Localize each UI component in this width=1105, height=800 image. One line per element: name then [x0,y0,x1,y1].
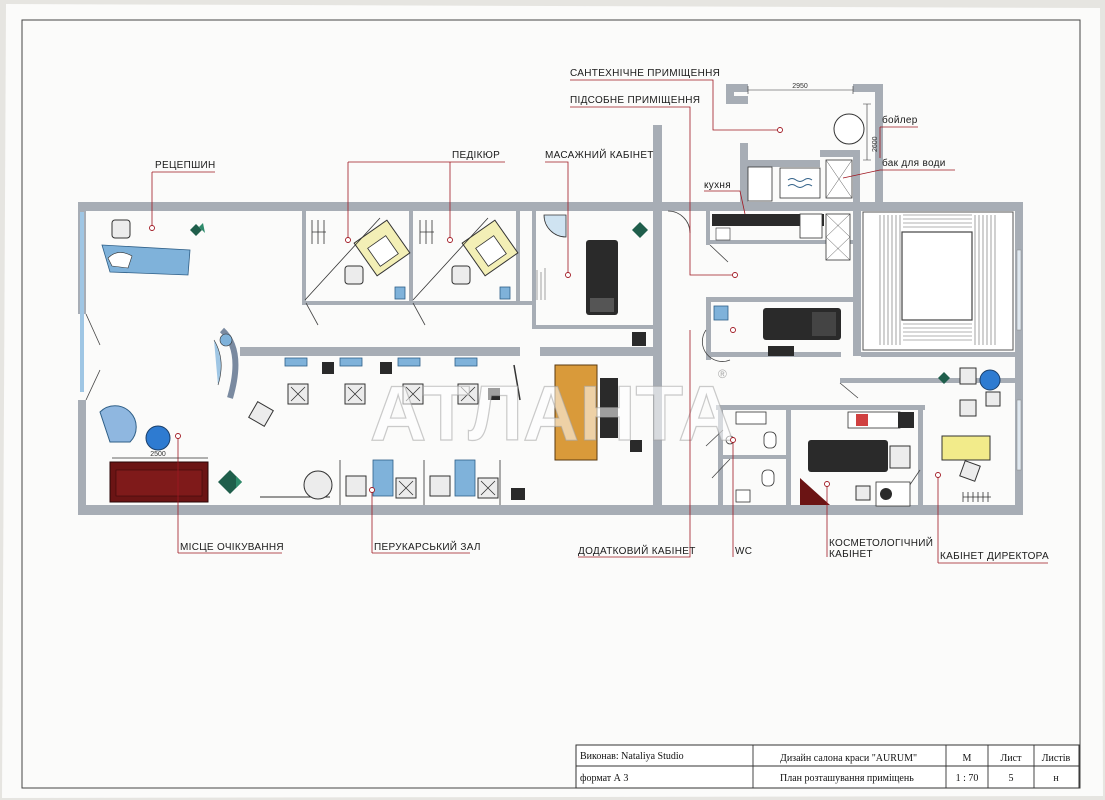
title-block-scale-header: М [963,753,972,764]
director-office-furniture [938,367,1001,502]
watermark-registered-mark: ® [718,367,727,381]
label-pedicure: ПЕДІКЮР [452,150,500,161]
title-block-sheets-value: н [1053,773,1059,784]
label-extra-office: ДОДАТКОВИЙ КАБІНЕТ [578,544,696,557]
staircase [536,211,1014,351]
windows [80,212,1022,471]
label-reception: РЕЦЕПШИН [155,160,216,171]
label-director-office: КАБІНЕТ ДИРЕКТОРА [940,551,1049,562]
pedicure-stations [304,217,519,301]
doors [85,210,921,493]
title-block-sheet-value: 5 [1009,773,1014,784]
extra-office-furniture [713,305,841,356]
reception-area [101,219,205,276]
walls [78,84,1023,515]
dimension-sanitary-height: 2600 [872,136,879,152]
sanitary-room-items [747,113,865,202]
title-block [575,744,1080,789]
label-sanitary-room: САНТЕХНІЧНЕ ПРИМІЩЕННЯ [570,68,720,79]
kitchen-furniture [712,213,851,261]
title-block-format: формат А 3 [580,773,628,784]
label-cosmetology-line1: КОСМЕТОЛОГІЧНИЙ [829,536,933,549]
label-wc: WC [735,546,752,557]
cosmetology-room-furniture [800,411,914,507]
title-block-sheet-header: Лист [1001,753,1023,764]
label-boiler: бойлер [882,114,918,126]
title-block-scale-value: 1 : 70 [956,773,979,784]
label-cosmetology-line2: КАБІНЕТ [829,549,873,560]
title-block-sheet-title: План розташування приміщень [780,773,914,784]
massage-room-furniture [543,214,648,346]
dimension-sanitary-width: 2950 [792,83,808,90]
title-block-author: Виконав: Nataliya Studio [580,751,684,762]
label-kitchen: кухня [704,180,731,191]
leader-lines [149,79,1048,564]
title-block-sheets-header: Листів [1042,753,1071,764]
label-massage-room: МАСАЖНИЙ КАБІНЕТ [545,148,654,161]
dimension-sofa-length: 2500 [150,451,166,458]
label-water-tank: бак для води [882,157,946,169]
hair-salon-furniture [260,357,642,505]
drawing-frame [21,19,1081,789]
label-waiting-area: МІСЦЕ ОЧІКУВАННЯ [180,542,284,553]
title-block-project: Дизайн салона краси "AURUM" [780,753,917,764]
wc-fixtures [725,411,777,503]
label-utility-room: ПІДСОБНЕ ПРИМІЩЕННЯ [570,95,700,106]
label-hair-salon: ПЕРУКАРСЬКИЙ ЗАЛ [374,540,481,553]
watermark: АТЛАНТА [370,369,735,457]
dimension-lines [112,86,871,459]
waiting-area [99,327,274,503]
